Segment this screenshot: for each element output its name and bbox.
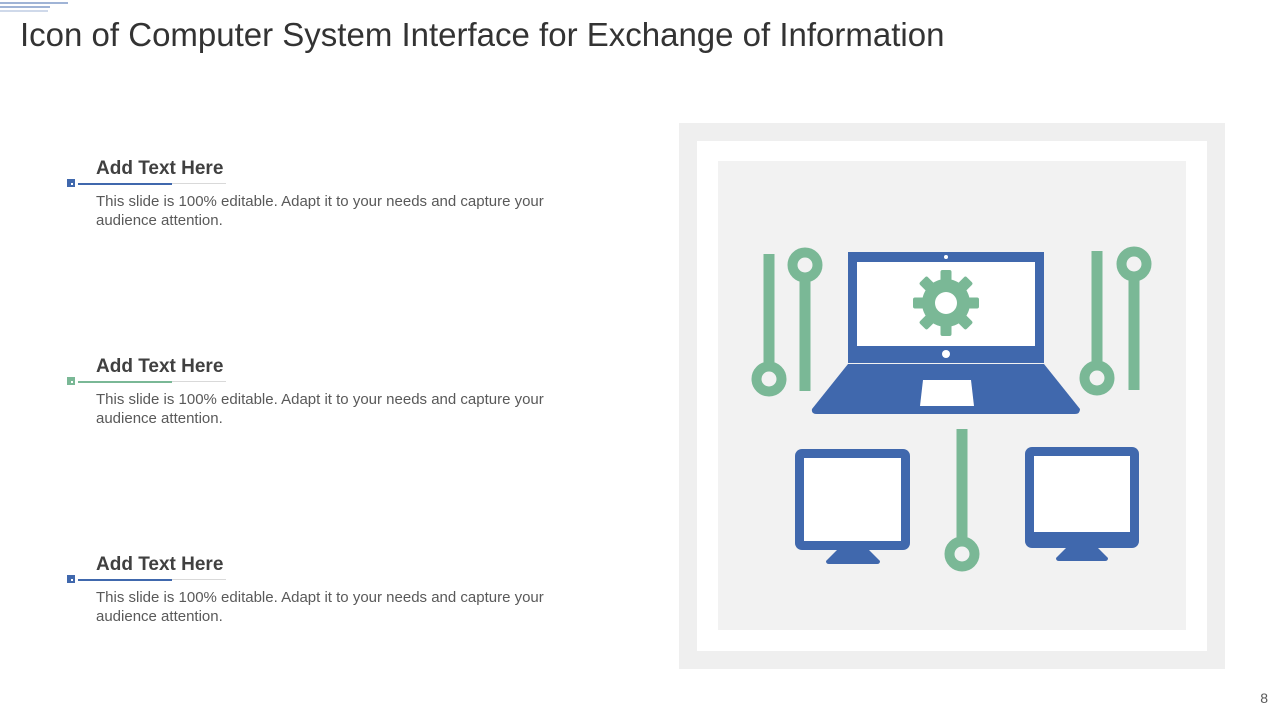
item-header: Add Text Here (67, 158, 587, 192)
item-description: This slide is 100% editable. Adapt it to… (96, 391, 544, 427)
desktop-monitor-icon (1025, 447, 1139, 561)
text-item-3: Add Text Here This slide is 100% editabl… (67, 554, 587, 626)
square-marker-icon (67, 377, 75, 385)
underline-light (172, 183, 226, 184)
item-title: Add Text Here (96, 158, 224, 179)
underline-accent (78, 381, 172, 383)
item-header: Add Text Here (67, 554, 587, 588)
desktop-monitor-icon (795, 449, 910, 564)
square-marker-icon (67, 575, 75, 583)
gear-icon (913, 270, 979, 336)
page-number: 8 (1260, 690, 1268, 706)
underline-accent (78, 183, 172, 185)
underline-light (172, 579, 226, 580)
corner-decoration (0, 2, 68, 12)
square-marker-icon (67, 179, 75, 187)
slide-title: Icon of Computer System Interface for Ex… (20, 16, 945, 53)
item-description: This slide is 100% editable. Adapt it to… (96, 193, 544, 229)
item-title: Add Text Here (96, 554, 224, 575)
text-item-1: Add Text Here This slide is 100% editabl… (67, 158, 587, 230)
circuit-line-icon (751, 247, 823, 397)
item-title: Add Text Here (96, 356, 224, 377)
circuit-line-icon (944, 429, 980, 572)
item-description: This slide is 100% editable. Adapt it to… (96, 589, 544, 625)
text-item-2: Add Text Here This slide is 100% editabl… (67, 356, 587, 428)
circuit-line-icon (1079, 246, 1152, 396)
item-header: Add Text Here (67, 356, 587, 390)
underline-light (172, 381, 226, 382)
underline-accent (78, 579, 172, 581)
computer-network-illustration (679, 123, 1225, 669)
